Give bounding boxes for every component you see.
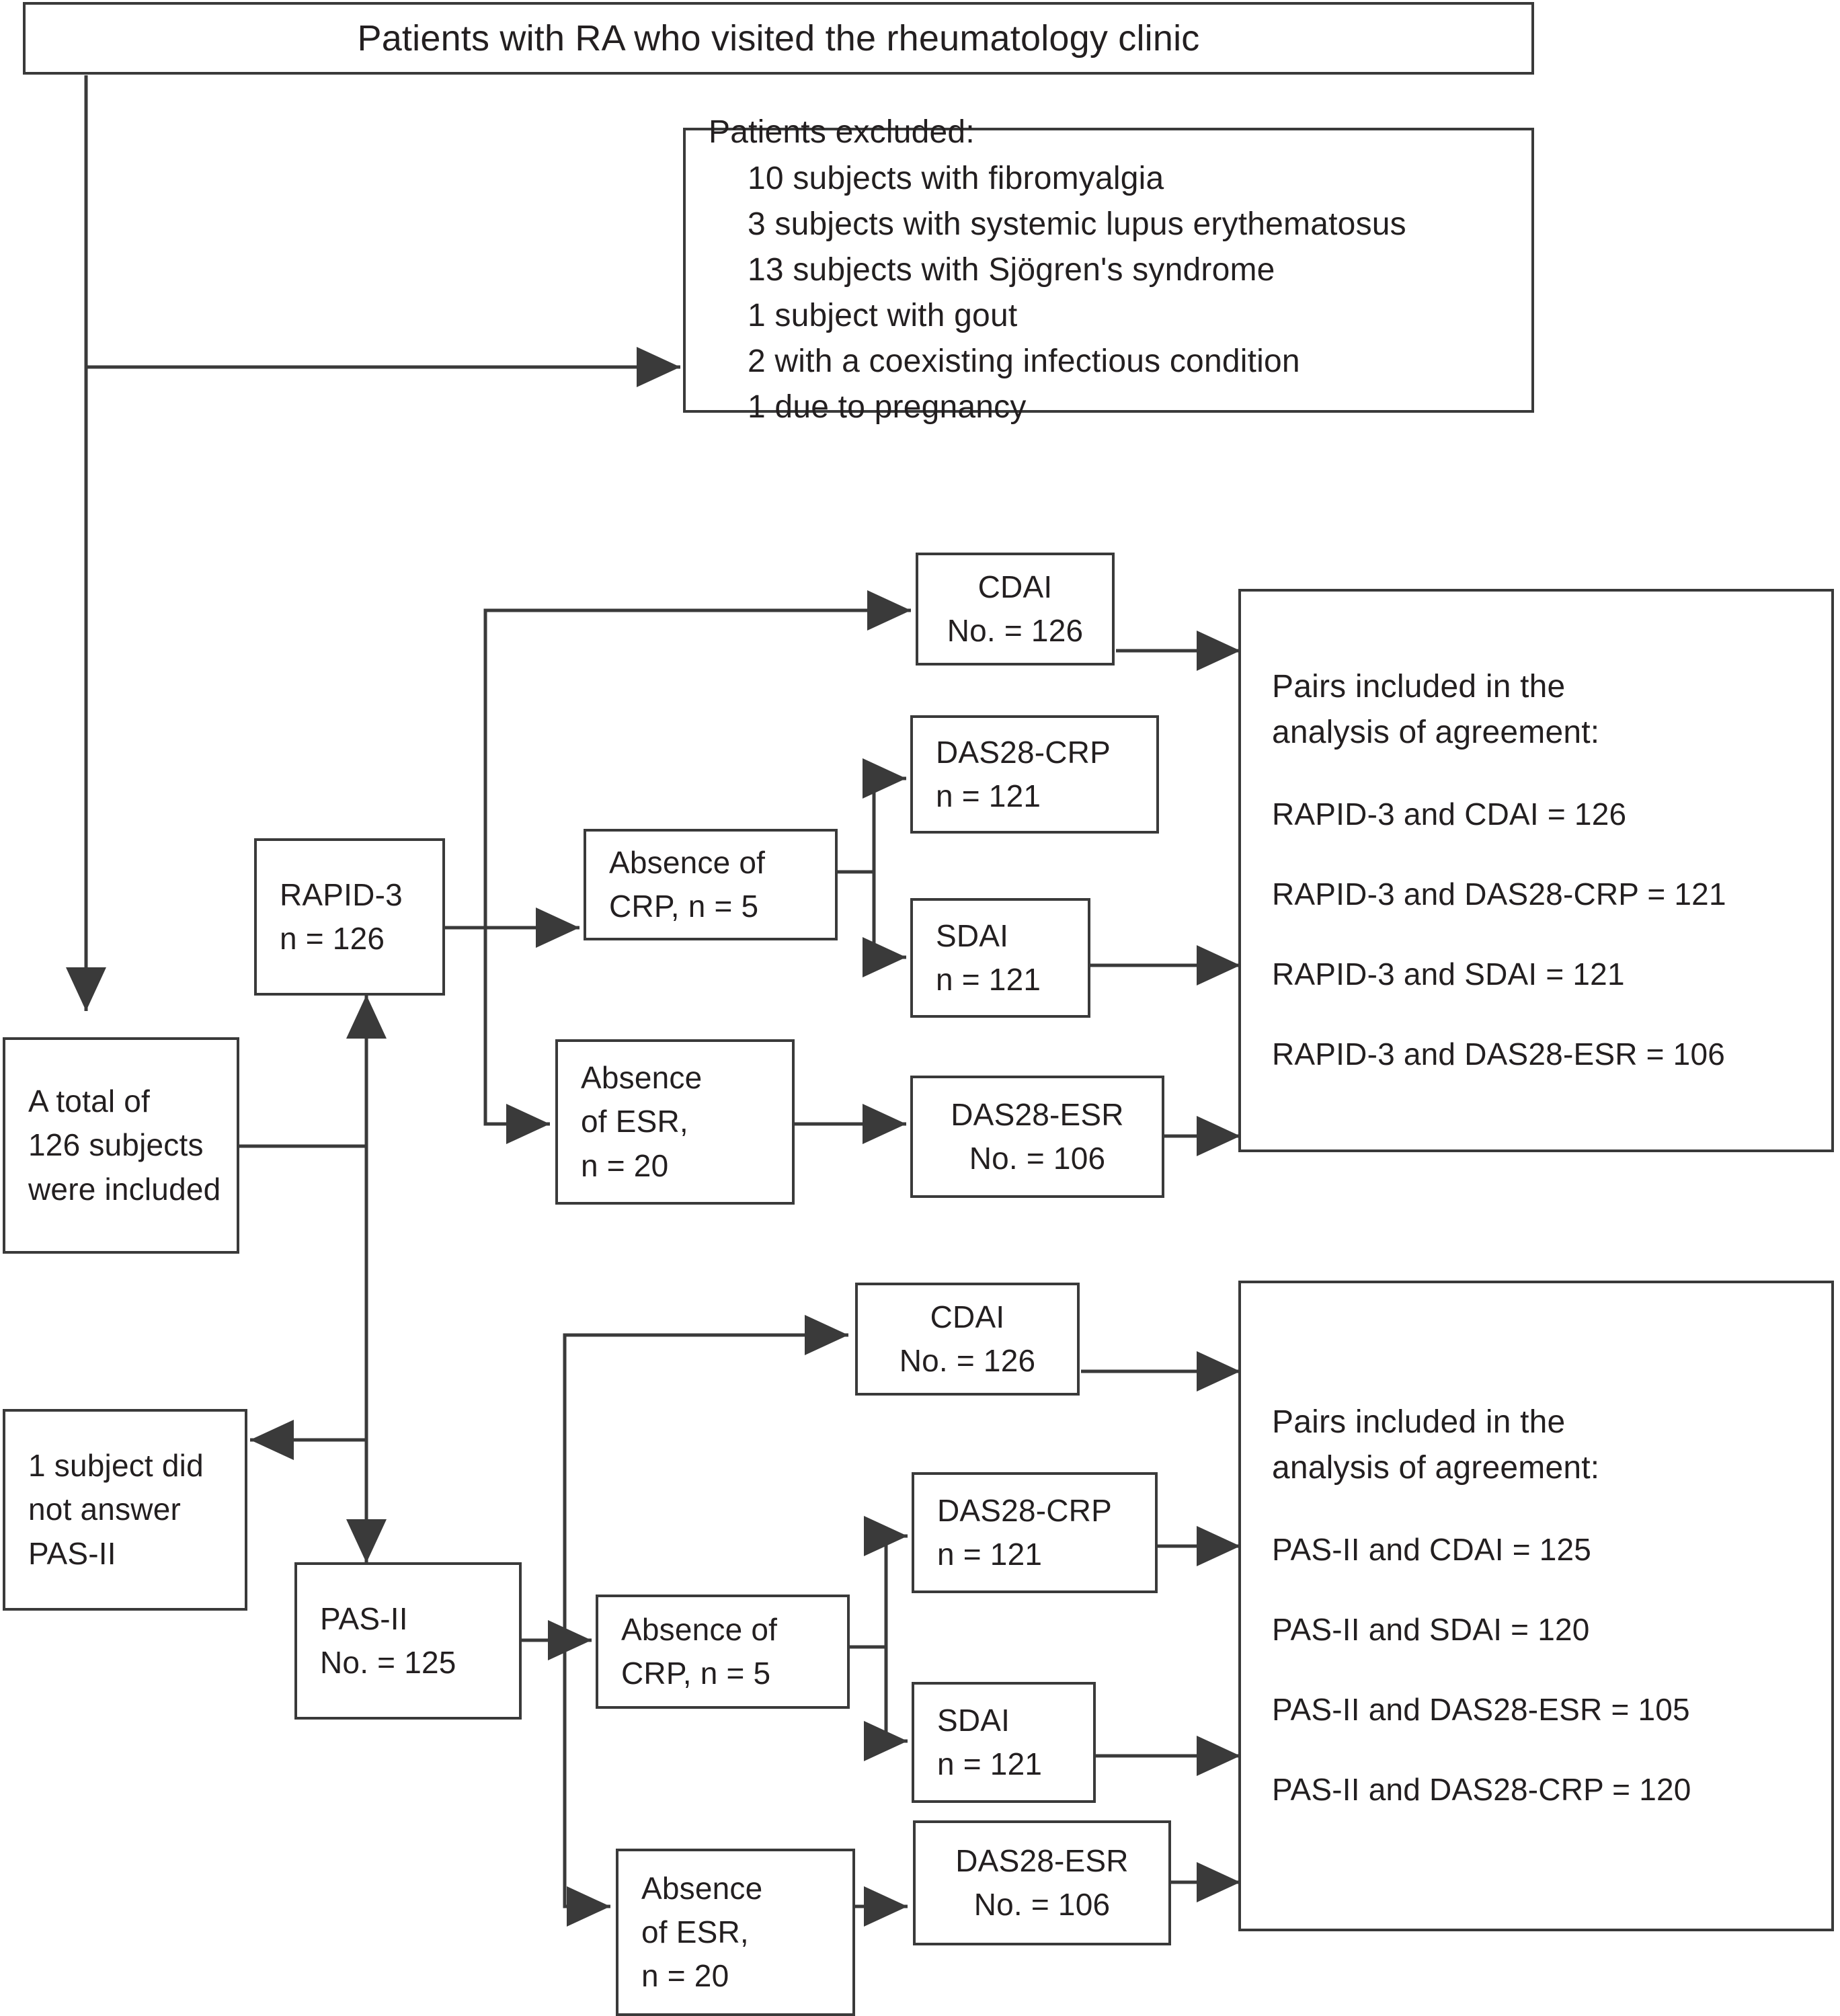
connector-pas2-to-abs-esr [563,1640,610,1927]
pairs-bottom-row-2: PAS-II and SDAI = 120 [1272,1611,1590,1647]
rapid3-line-1: RAPID-3 [280,877,403,912]
node-total-included: A total of 126 subjects were included [3,1037,239,1254]
pairs-top-row-2: RAPID-3 and DAS28-CRP = 121 [1272,876,1726,912]
bot-das28crp-line-1: DAS28-CRP [937,1492,1112,1528]
node-top-cdai: CDAI No. = 126 [916,553,1115,666]
excluded-item-1: 10 subjects with fibromyalgia [748,160,1164,196]
connector-rapid3-to-abs-esr [483,928,550,1144]
connector-bot-abscrp-to-das28crp [864,1516,908,1647]
node-bottom-sdai: SDAI n = 121 [912,1682,1096,1803]
excluded-item-6: 1 due to pregnancy [748,389,1027,426]
pairs-top-row-1: RAPID-3 and CDAI = 126 [1272,796,1627,832]
node-bottom-das28-crp: DAS28-CRP n = 121 [912,1472,1158,1593]
connector-pas2-to-cdai [563,1315,848,1640]
bot-abscrp-line-1: Absence of [621,1611,778,1647]
node-pairs-top: Pairs included in the analysis of agreem… [1238,589,1834,1152]
not-answer-line-2: not answer [28,1492,182,1527]
pairs-bottom-heading-1: Pairs included in the [1272,1404,1566,1441]
bot-absesr-line-3: n = 20 [641,1958,729,1994]
node-top-sdai: SDAI n = 121 [910,898,1090,1018]
node-top-das28-crp: DAS28-CRP n = 121 [910,715,1159,834]
node-rapid3: RAPID-3 n = 126 [254,838,445,996]
connector-abscrp-to-das28crp [863,758,906,872]
top-das28crp-line-2: n = 121 [936,778,1041,813]
excluded-item-4: 1 subject with gout [748,298,1018,334]
connector-abscrp-to-sdai [863,872,906,977]
bot-sdai-line-1: SDAI [937,1702,1010,1738]
bot-absesr-line-2: of ESR, [641,1914,749,1949]
pairs-bottom-row-1: PAS-II and CDAI = 125 [1272,1531,1592,1567]
node-bottom-absence-esr: Absence of ESR, n = 20 [616,1849,855,2016]
node-top-das28-esr: DAS28-ESR No. = 106 [910,1076,1164,1198]
top-abscrp-line-2: CRP, n = 5 [609,889,759,924]
top-absesr-line-1: Absence [581,1060,703,1096]
connector-bot-abscrp-to-sdai [864,1647,908,1761]
node-bottom-absence-crp: Absence of CRP, n = 5 [596,1595,850,1709]
bot-das28esr-line-2: No. = 106 [973,1887,1111,1922]
title-text: Patients with RA who visited the rheumat… [357,17,1200,58]
total-line-1: A total of [28,1084,151,1119]
pas2-line-2: No. = 125 [320,1645,456,1680]
bot-das28esr-line-1: DAS28-ESR [955,1843,1129,1878]
top-cdai-line-2: No. = 126 [947,613,1084,648]
top-sdai-line-1: SDAI [936,918,1009,953]
pairs-bottom-heading-2: analysis of agreement: [1272,1450,1600,1486]
node-did-not-answer-pas2: 1 subject did not answer PAS-II [3,1409,247,1611]
pairs-top-heading-1: Pairs included in the [1272,669,1566,705]
pas2-line-1: PAS-II [320,1601,408,1636]
excluded-item-3: 13 subjects with Sjögren's syndrome [748,251,1275,288]
node-bottom-das28-esr: DAS28-ESR No. = 106 [913,1820,1171,1945]
top-das28crp-line-1: DAS28-CRP [936,734,1111,770]
top-das28esr-line-2: No. = 106 [969,1141,1106,1176]
node-top-absence-crp: Absence of CRP, n = 5 [584,829,838,940]
bot-sdai-line-2: n = 121 [937,1746,1043,1781]
node-patients-excluded: Patients excluded: 10 subjects with fibr… [683,114,1534,425]
node-title: Patients with RA who visited the rheumat… [23,2,1534,75]
excluded-item-5: 2 with a coexisting infectious condition [748,344,1300,380]
node-pas2: PAS-II No. = 125 [294,1562,522,1720]
excluded-item-2: 3 subjects with systemic lupus erythemat… [748,206,1406,242]
connector-rapid3-to-cdai [483,590,911,928]
rapid3-line-2: n = 126 [280,921,385,956]
not-answer-line-1: 1 subject did [28,1448,204,1484]
node-pairs-bottom: Pairs included in the analysis of agreem… [1238,1281,1834,1931]
pairs-bottom-row-4: PAS-II and DAS28-CRP = 120 [1272,1772,1691,1808]
total-line-2: 126 subjects [28,1127,204,1163]
bot-abscrp-line-2: CRP, n = 5 [621,1656,771,1691]
top-abscrp-line-1: Absence of [609,844,766,880]
bot-cdai-line-2: No. = 126 [899,1343,1036,1378]
bot-absesr-line-1: Absence [641,1870,763,1906]
node-top-absence-esr: Absence of ESR, n = 20 [555,1039,795,1205]
top-absesr-line-2: of ESR, [581,1104,688,1139]
pairs-top-row-4: RAPID-3 and DAS28-ESR = 106 [1272,1037,1726,1072]
pairs-bottom-row-3: PAS-II and DAS28-ESR = 105 [1272,1692,1690,1728]
bot-das28crp-line-2: n = 121 [937,1537,1043,1572]
node-bottom-cdai: CDAI No. = 126 [855,1283,1080,1396]
pairs-top-row-3: RAPID-3 and SDAI = 121 [1272,957,1625,992]
excluded-heading: Patients excluded: [709,114,975,151]
not-answer-line-3: PAS-II [28,1535,116,1571]
top-cdai-line-1: CDAI [977,569,1053,604]
top-das28esr-line-1: DAS28-ESR [951,1096,1124,1132]
bot-cdai-line-1: CDAI [930,1299,1005,1334]
pairs-top-heading-2: analysis of agreement: [1272,715,1600,751]
top-absesr-line-3: n = 20 [581,1147,669,1183]
total-line-3: were included [28,1171,221,1207]
top-sdai-line-2: n = 121 [936,962,1041,997]
